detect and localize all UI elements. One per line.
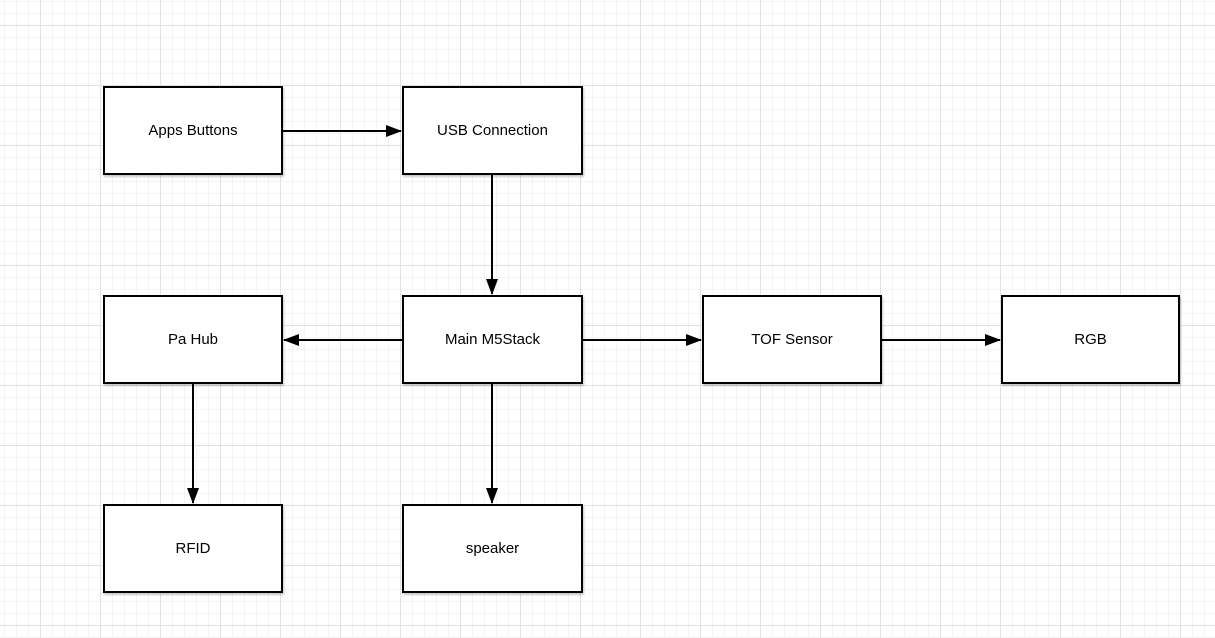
node-label: RFID — [175, 539, 211, 557]
edge-group — [187, 125, 1001, 504]
node-label: Main M5Stack — [444, 330, 541, 348]
diagram-node-speaker[interactable]: speaker — [402, 504, 583, 593]
diagram-node-rfid[interactable]: RFID — [103, 504, 283, 593]
node-label: Apps Buttons — [148, 121, 238, 139]
node-label: TOF Sensor — [751, 330, 833, 348]
diagram-node-tof-sensor[interactable]: TOF Sensor — [702, 295, 882, 384]
node-label: RGB — [1074, 330, 1107, 348]
diagram-node-apps-buttons[interactable]: Apps Buttons — [103, 86, 283, 175]
diagram-node-main-m5stack[interactable]: Main M5Stack — [402, 295, 583, 384]
node-label: USB Connection — [437, 121, 548, 139]
diagram-node-rgb[interactable]: RGB — [1001, 295, 1180, 384]
diagram-node-usb-connection[interactable]: USB Connection — [402, 86, 583, 175]
node-label: speaker — [465, 539, 520, 557]
diagram-node-pa-hub[interactable]: Pa Hub — [103, 295, 283, 384]
node-label: Pa Hub — [167, 330, 219, 348]
